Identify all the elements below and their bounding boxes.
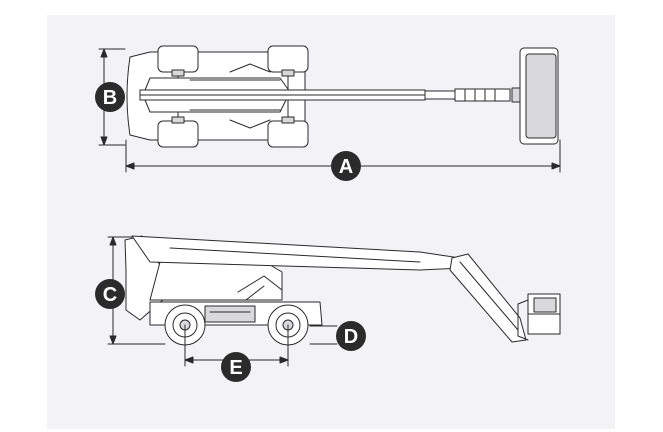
- svg-text:A: A: [339, 156, 353, 178]
- dimension-a: [125, 139, 561, 173]
- svg-text:D: D: [344, 326, 358, 348]
- badge-b: B: [95, 82, 125, 112]
- badge-c: C: [95, 279, 125, 309]
- top-wheel-fl: [157, 45, 199, 73]
- side-view: [107, 235, 561, 367]
- top-wheel-fr: [267, 45, 309, 73]
- badge-d: D: [336, 321, 366, 351]
- top-wheel-rr: [267, 120, 309, 148]
- dimension-d: [309, 325, 338, 345]
- dimension-e: [184, 324, 289, 367]
- side-jib: [449, 253, 527, 343]
- top-view: [98, 45, 561, 173]
- svg-text:C: C: [103, 284, 117, 306]
- svg-text:B: B: [103, 87, 117, 109]
- badge-a: A: [331, 151, 361, 181]
- badge-e: E: [221, 352, 251, 382]
- svg-text:E: E: [229, 357, 242, 379]
- top-wheel-rl: [157, 120, 199, 148]
